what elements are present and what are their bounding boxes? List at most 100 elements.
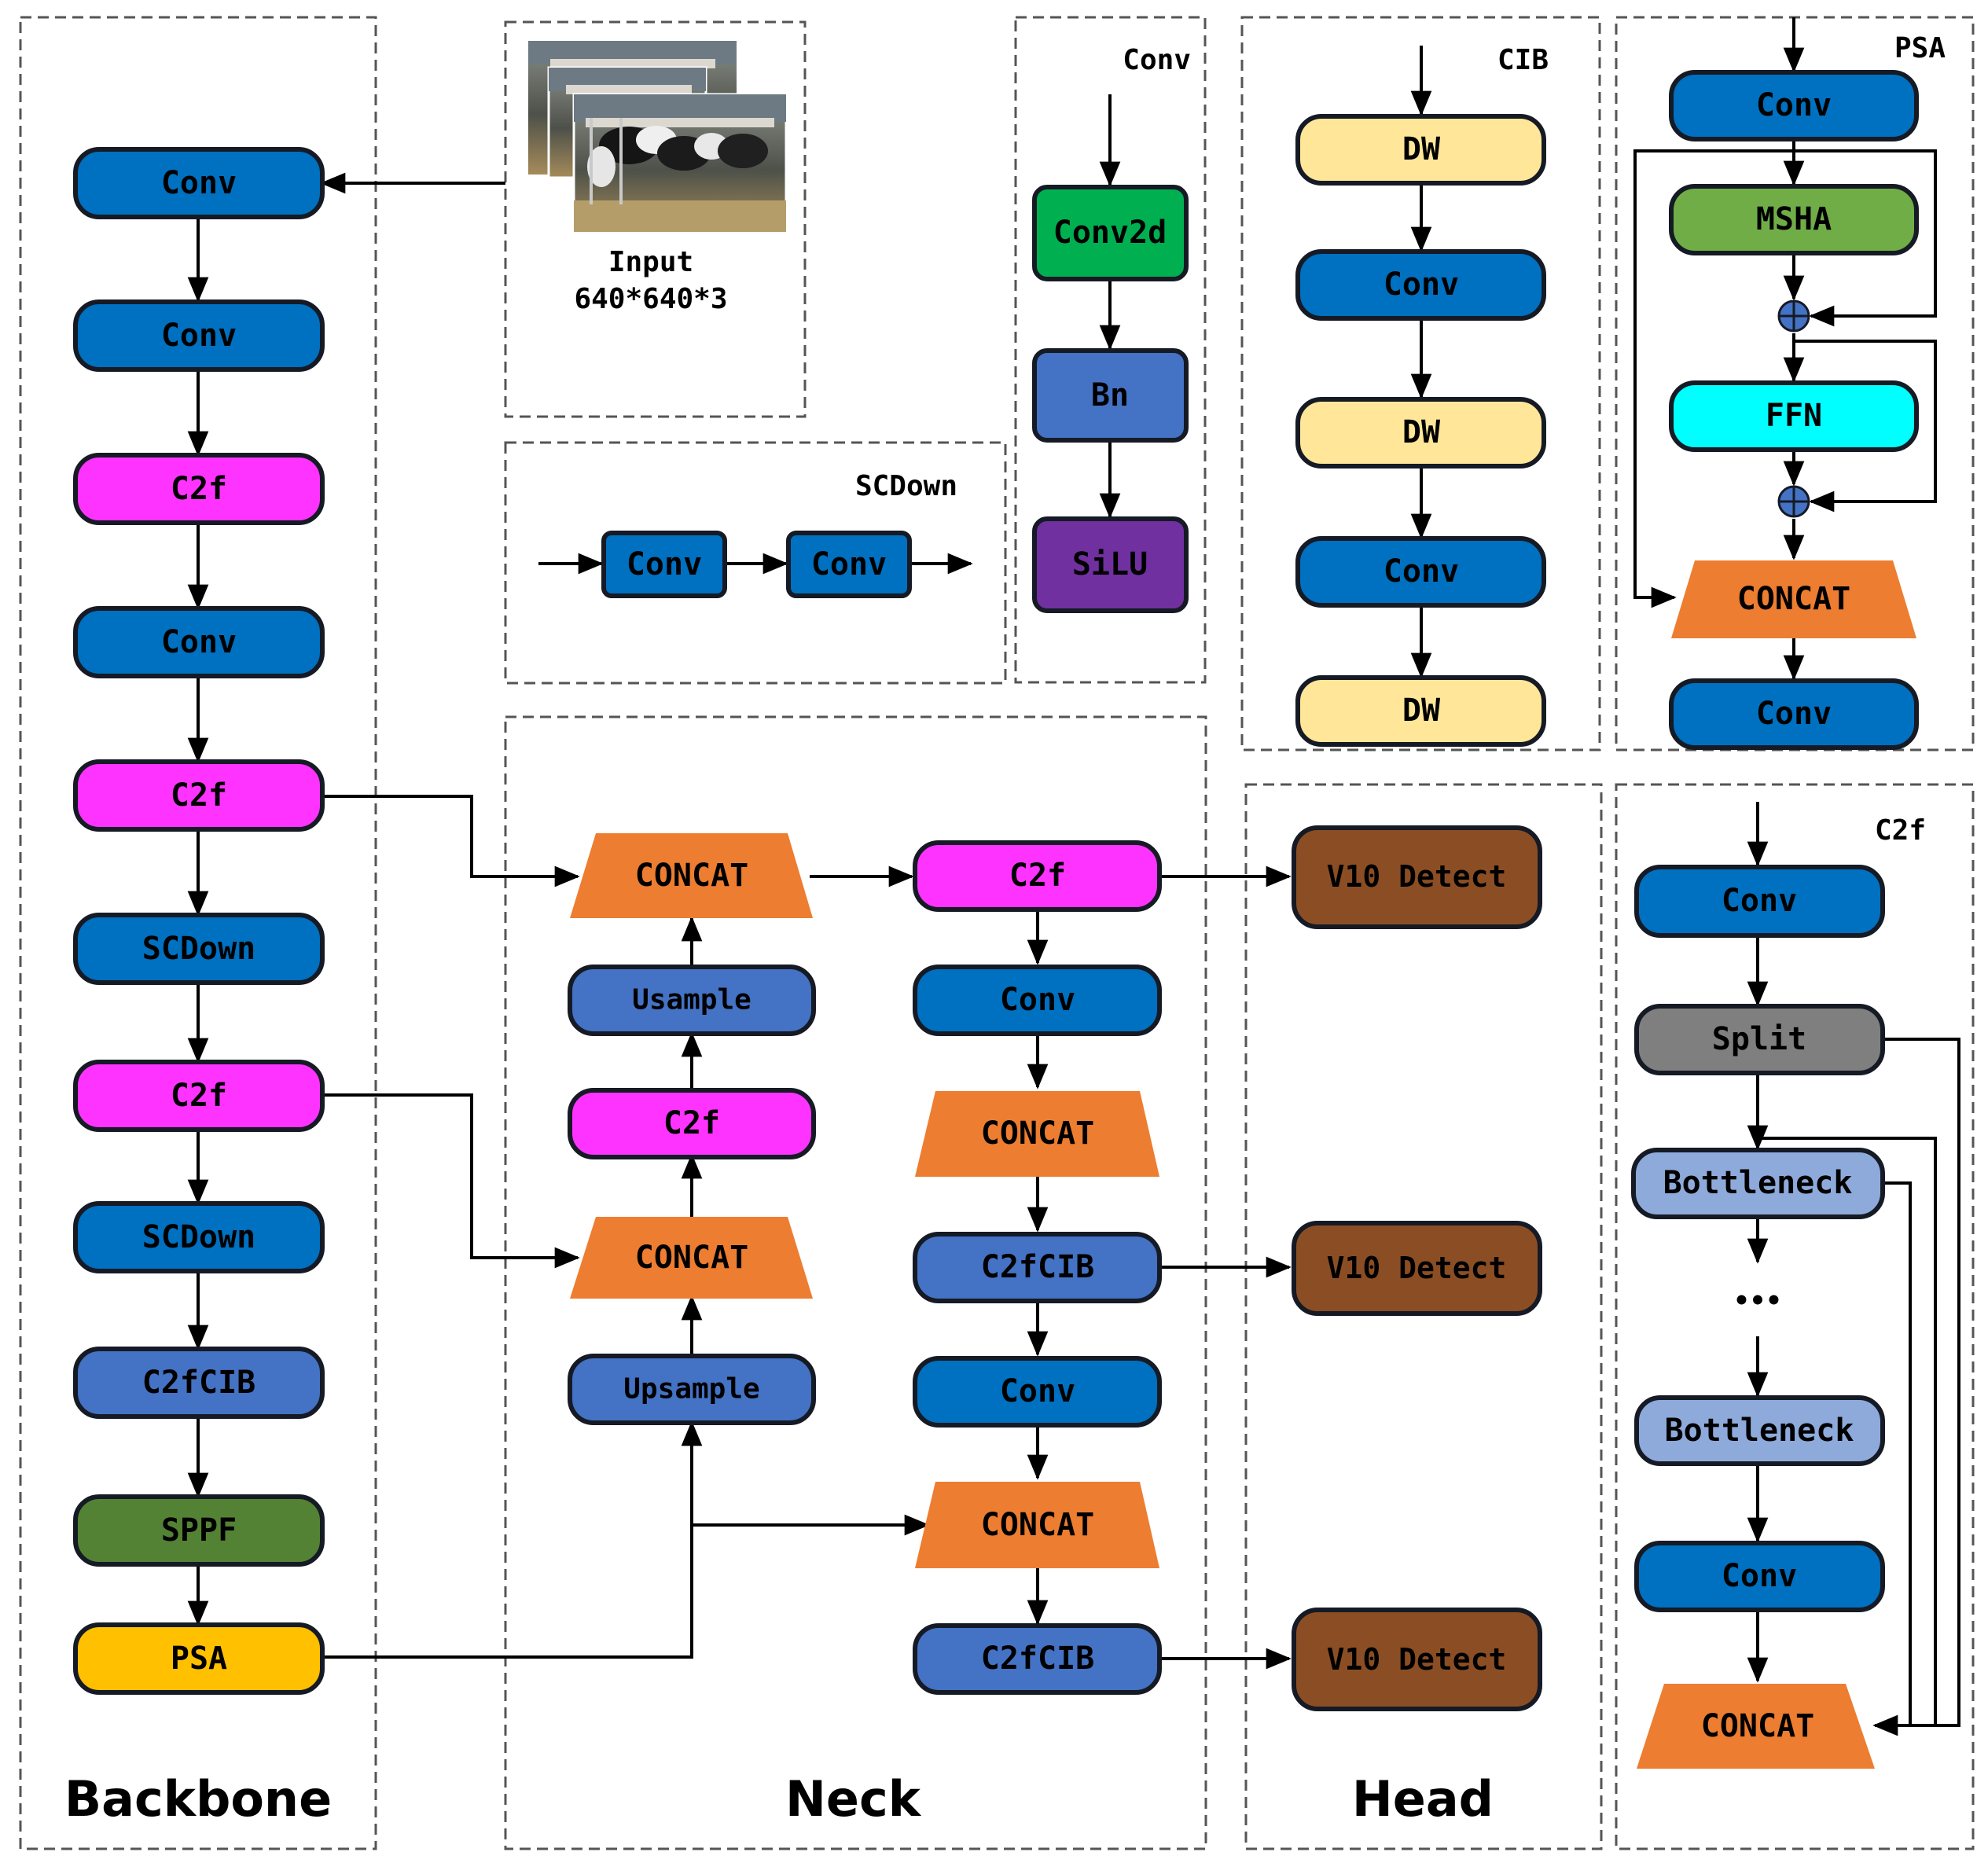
block-label: Split [1712,1021,1806,1057]
psa-msha: MSHA [1669,184,1919,255]
block-label: DW [1402,693,1441,729]
block-label: Upsample [623,1373,759,1406]
conv-panel [1014,16,1207,684]
block-label: PSA [171,1641,227,1677]
neck-c2f-left: C2f [568,1088,816,1159]
neck-conv-1: Conv [913,965,1162,1036]
block-label: C2f [171,777,227,814]
backbone-panel [19,16,377,1850]
cib-panel [1240,16,1601,751]
input-size: 640*640*3 [574,283,727,315]
input-label: Input [608,246,693,278]
scdown-conv-2: Conv [786,531,912,598]
psa-conv-top: Conv [1669,70,1919,141]
backbone-c2f-1: C2f [73,453,325,525]
input-image [528,41,788,233]
c2f-concat: CONCAT [1637,1684,1875,1769]
c2f-bottleneck-2: Bottleneck [1634,1395,1885,1466]
block-label: V10 Detect [1327,1642,1507,1677]
block-label: CONCAT [1701,1708,1815,1744]
block-label: Conv [1756,696,1832,732]
scdown-panel [504,441,1007,685]
head-title: Head [1352,1770,1494,1828]
block-label: Conv [161,165,237,201]
head-panel [1244,783,1603,1850]
block-label: Conv [1722,1558,1797,1594]
block-label: C2fCIB [981,1641,1095,1677]
block-label: Conv [811,546,887,582]
neck-title: Neck [785,1770,922,1828]
block-label: Conv [161,318,237,354]
conv-panel-title: Conv [1123,44,1191,76]
add-node-2 [1777,485,1810,518]
block-label: C2fCIB [981,1249,1095,1285]
backbone-c2fcib: C2fCIB [73,1347,325,1419]
cib-panel-title: CIB [1497,44,1549,76]
head-detect-2: V10 Detect [1292,1221,1542,1316]
backbone-sppf: SPPF [73,1494,325,1567]
block-label: MSHA [1756,201,1832,237]
block-label: Conv [1756,87,1832,123]
backbone-psa: PSA [73,1622,325,1695]
neck-concat-mid: CONCAT [570,1217,813,1299]
c2f-conv-bottom: Conv [1634,1541,1885,1612]
c2f-panel [1615,783,1975,1850]
block-label: FFN [1766,398,1822,434]
block-label: CONCAT [981,1507,1095,1543]
block-label: SCDown [142,1219,256,1255]
connections [187,17,1960,1736]
psa-ffn: FFN [1669,380,1919,452]
block-label: C2f [663,1105,720,1141]
neck-concat-r2: CONCAT [915,1482,1159,1568]
block-label: V10 Detect [1327,1251,1507,1285]
backbone-c2f-2: C2f [73,759,325,832]
backbone-conv-3: Conv [73,606,325,678]
backbone-scdown-1: SCDown [73,913,325,985]
block-label: Usample [632,984,751,1016]
neck-panel [504,715,1207,1850]
block-label: DW [1402,131,1441,167]
neck-c2fcib-1: C2fCIB [913,1232,1162,1303]
block-label: Bn [1091,377,1129,413]
block-label: Conv [1722,883,1797,919]
c2f-panel-title: C2f [1875,814,1926,847]
block-label: DW [1402,414,1441,450]
cib-conv-2: Conv [1295,536,1546,608]
conv-bn: Bn [1032,348,1189,443]
block-label: Conv [1000,982,1075,1018]
neck-upsample: Upsample [568,1354,816,1425]
backbone-title: Backbone [64,1770,332,1828]
block-label: Conv [161,624,237,660]
block-label: C2f [171,471,227,507]
cib-conv-1: Conv [1295,249,1546,321]
neck-c2f-right: C2f [913,840,1162,912]
add-node-1 [1777,299,1810,333]
block-label: CONCAT [1737,581,1851,617]
c2f-ellipsis: ••• [1733,1285,1781,1317]
backbone-c2f-3: C2f [73,1060,325,1132]
cib-dw-3: DW [1295,675,1546,747]
block-label: Conv [1384,266,1459,303]
backbone-conv-2: Conv [73,299,325,372]
block-label: Conv [1384,553,1459,590]
block-label: V10 Detect [1327,859,1507,894]
block-label: Conv2d [1053,215,1167,251]
block-label: SPPF [161,1512,237,1549]
neck-usample: Usample [568,965,816,1036]
c2f-conv-top: Conv [1634,865,1885,938]
block-label: C2f [171,1078,227,1114]
block-label: C2fCIB [142,1365,256,1401]
scdown-conv-1: Conv [601,531,727,598]
head-detect-1: V10 Detect [1292,825,1542,929]
block-label: CONCAT [635,858,749,894]
backbone-scdown-2: SCDown [73,1201,325,1273]
block-label: Conv [627,546,702,582]
neck-concat-r1: CONCAT [915,1091,1159,1177]
block-label: SiLU [1072,546,1148,582]
cib-dw-2: DW [1295,397,1546,469]
neck-c2fcib-2: C2fCIB [913,1623,1162,1695]
psa-conv-bottom: Conv [1669,678,1919,750]
backbone-conv-1: Conv [73,147,325,219]
head-detect-3: V10 Detect [1292,1608,1542,1711]
